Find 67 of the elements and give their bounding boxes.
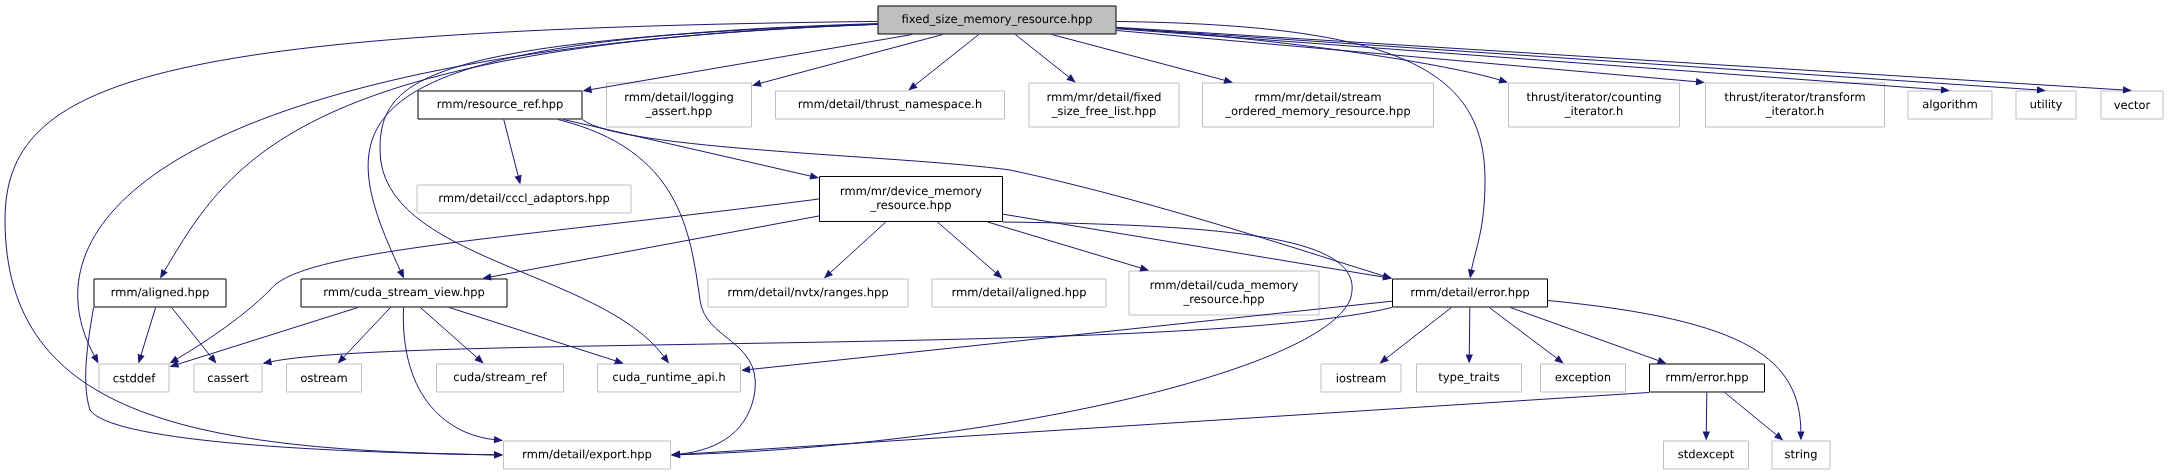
file-box: vector xyxy=(2100,90,2164,120)
arrow xyxy=(582,119,1392,280)
file-box: cassert xyxy=(193,363,263,393)
file-box: exception xyxy=(1540,363,1626,393)
arrow xyxy=(1724,392,1783,441)
file-box: utility xyxy=(2015,90,2077,120)
arrow xyxy=(1380,307,1452,364)
arrow xyxy=(1488,307,1564,364)
arrow xyxy=(824,221,887,279)
file-box: thrust/iterator/transform _iterator.h xyxy=(1705,82,1885,128)
arrow xyxy=(448,307,623,365)
arrow xyxy=(583,34,913,93)
arrow xyxy=(671,392,1650,458)
file-box: rmm/detail/cuda_memory _resource.hpp xyxy=(1128,270,1320,316)
file-box: rmm/mr/detail/fixed _size_free_list.hpp xyxy=(1028,82,1180,128)
file-box: rmm/detail/cccl_adaptors.hpp xyxy=(416,184,632,214)
arrow xyxy=(1465,307,1473,363)
file-box: rmm/aligned.hpp xyxy=(93,278,227,308)
arrow xyxy=(908,34,980,91)
arrow xyxy=(263,307,1393,366)
file-box: rmm/resource_ref.hpp xyxy=(417,90,583,120)
arrow xyxy=(741,300,1393,373)
arrow xyxy=(170,198,820,364)
arrow xyxy=(503,119,522,184)
arrow xyxy=(752,34,944,87)
arrow xyxy=(379,23,878,363)
file-box: rmm/detail/thrust_namespace.h xyxy=(775,90,1005,120)
arrow xyxy=(367,23,878,278)
arrow xyxy=(936,221,1002,279)
arrow xyxy=(338,307,391,363)
arrow xyxy=(1509,307,1666,364)
file-box: rmm/detail/logging _assert.hpp xyxy=(606,82,752,128)
file-box: iostream xyxy=(1320,363,1402,393)
file-box: cuda/stream_ref xyxy=(436,363,564,393)
file-box: rmm/error.hpp xyxy=(1649,363,1765,393)
file-box: rmm/detail/nvtx/ranges.hpp xyxy=(707,278,909,308)
file-box: algorithm xyxy=(1907,90,1993,120)
file-box: rmm/mr/device_memory _resource.hpp xyxy=(819,176,1003,222)
arrow xyxy=(137,307,157,363)
arrow xyxy=(562,119,819,180)
file-box: ostream xyxy=(286,363,362,393)
file-box: rmm/detail/error.hpp xyxy=(1392,278,1548,308)
arrow xyxy=(1116,30,1705,86)
file-box: type_traits xyxy=(1416,363,1522,393)
arrow xyxy=(419,307,484,364)
arrow xyxy=(1547,300,1805,440)
file-box: rmm/detail/export.hpp xyxy=(503,440,671,470)
arrow xyxy=(1702,392,1710,440)
arrow xyxy=(170,307,359,368)
arrow xyxy=(171,307,217,363)
file-box: thrust/iterator/counting _iterator.h xyxy=(1508,82,1680,128)
arrow xyxy=(85,307,503,459)
file-box: fixed_size_memory_resource.hpp xyxy=(877,5,1117,35)
arrow xyxy=(1002,213,1392,281)
arrow xyxy=(483,215,820,281)
arrow xyxy=(987,221,1149,272)
file-box: rmm/mr/detail/stream _ordered_memory_resource.hpp xyxy=(1202,82,1434,128)
file-box: rmm/detail/aligned.hpp xyxy=(931,278,1107,308)
arrow xyxy=(1014,34,1076,83)
file-box: rmm/cuda_stream_view.hpp xyxy=(300,278,508,308)
arrow xyxy=(403,307,503,443)
file-box: cstddef xyxy=(98,363,170,393)
file-box: string xyxy=(1771,440,1831,470)
arrow xyxy=(1051,34,1233,84)
file-box: stdexcept xyxy=(1663,440,1749,470)
file-box: cuda_runtime_api.h xyxy=(597,363,741,393)
arrow xyxy=(1116,20,1486,278)
